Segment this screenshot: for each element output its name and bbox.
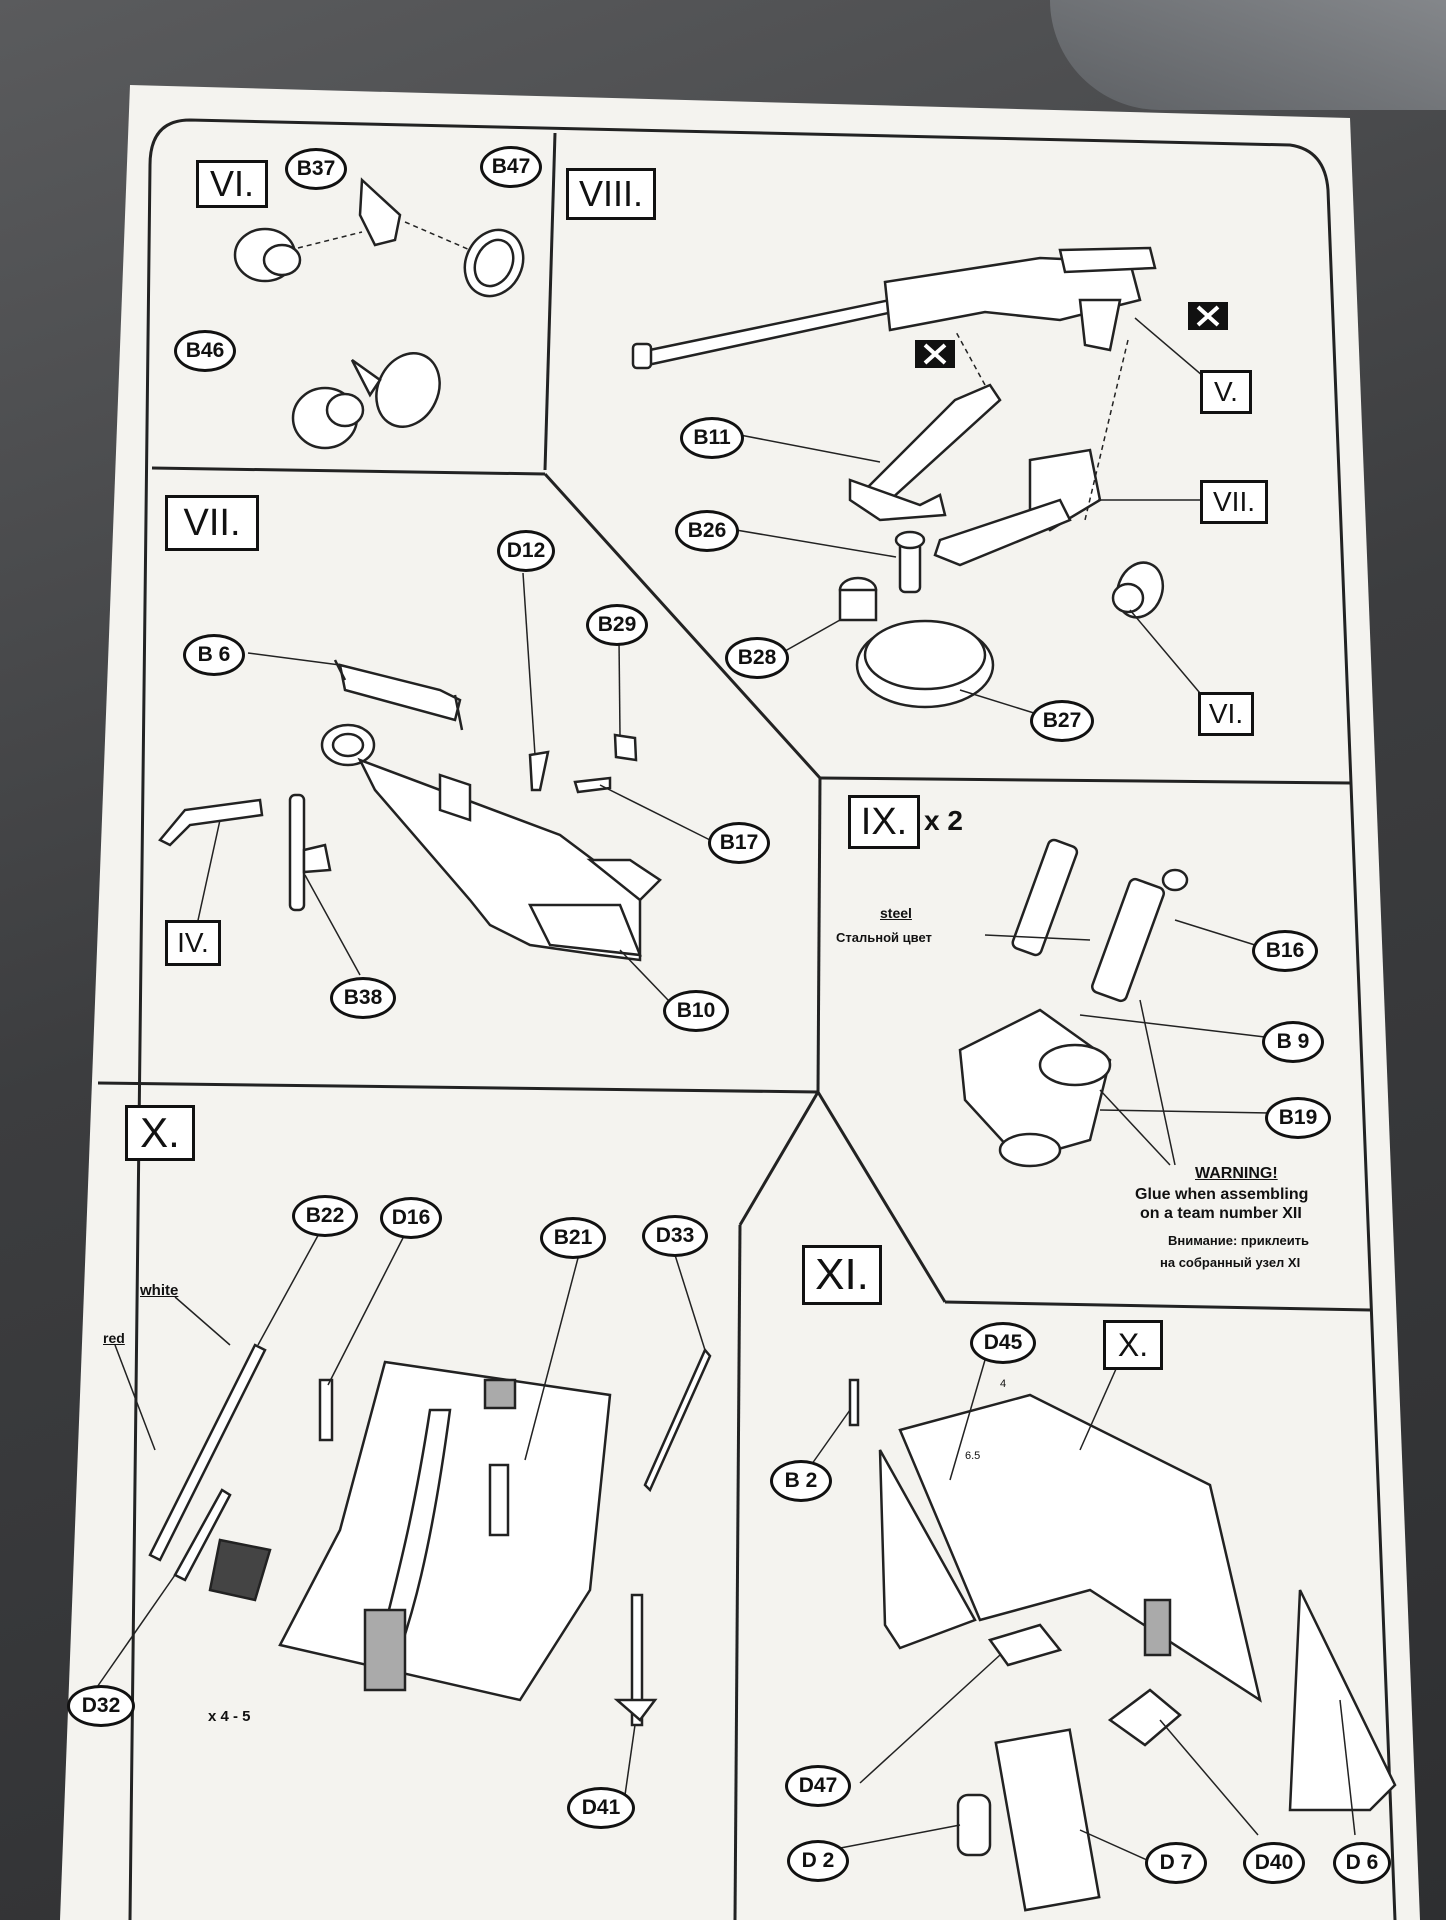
callout-d33: D33 bbox=[642, 1215, 708, 1257]
section-dividers bbox=[97, 132, 1371, 1920]
section-ix-leaders bbox=[984, 919, 1271, 1166]
callout-b29: B29 bbox=[586, 604, 648, 646]
callout-b11: B11 bbox=[680, 417, 744, 459]
wire-label-white: white bbox=[140, 1282, 179, 1299]
section-viii-cross-markers bbox=[915, 302, 1228, 368]
dimension-b: 6.5 bbox=[965, 1450, 981, 1462]
wire-label-red: red bbox=[103, 1330, 125, 1346]
steel-label-ru: Стальной цвет bbox=[836, 930, 932, 945]
section-viii-leaders bbox=[729, 317, 1211, 719]
callout-d32: D32 bbox=[67, 1685, 135, 1727]
warning-ru-2: на собранный узел XI bbox=[1160, 1255, 1301, 1270]
callout-b2: B 2 bbox=[770, 1460, 832, 1502]
dimension-a: 4 bbox=[1000, 1378, 1007, 1390]
section-xi-label: XI. bbox=[802, 1245, 882, 1305]
callout-b26: B26 bbox=[675, 510, 739, 552]
ref-iv: IV. bbox=[165, 920, 221, 966]
callout-b46: B46 bbox=[174, 330, 236, 372]
callout-d40: D40 bbox=[1243, 1842, 1305, 1884]
ref-vii: VII. bbox=[1200, 480, 1268, 524]
section-x-leaders bbox=[94, 1229, 706, 1796]
section-ix-parts bbox=[958, 838, 1189, 1168]
section-xi-parts bbox=[848, 1378, 1397, 1912]
section-vii-leaders bbox=[194, 572, 711, 1001]
section-vi-guides bbox=[297, 221, 471, 251]
callout-b19: B19 bbox=[1265, 1097, 1331, 1139]
quantity-note: x 4 - 5 bbox=[208, 1708, 251, 1725]
callout-b9: B 9 bbox=[1262, 1021, 1324, 1063]
callout-d6: D 6 bbox=[1333, 1842, 1391, 1884]
callout-b27: B27 bbox=[1030, 700, 1094, 742]
warning-title: WARNING! bbox=[1195, 1165, 1278, 1182]
callout-b38: B38 bbox=[330, 977, 396, 1019]
background-object bbox=[1050, 0, 1446, 110]
callout-b28: B28 bbox=[725, 637, 789, 679]
section-x-parts bbox=[148, 1343, 712, 1727]
section-vi-label: VI. bbox=[196, 160, 268, 208]
ref-vi: VI. bbox=[1198, 692, 1254, 736]
warning-line-2: on a team number XII bbox=[1140, 1205, 1302, 1222]
callout-d47: D47 bbox=[785, 1765, 851, 1807]
section-viii-gun bbox=[631, 246, 1157, 370]
section-xi-leaders bbox=[801, 1359, 1356, 1861]
steel-label: steel bbox=[880, 905, 912, 921]
ref-v: V. bbox=[1200, 370, 1252, 414]
warning-ru-1: Внимание: приклеить bbox=[1168, 1233, 1310, 1248]
callout-d45: D45 bbox=[970, 1322, 1036, 1364]
warning-line-1: Glue when assembling bbox=[1135, 1186, 1309, 1203]
section-viii-carriage bbox=[838, 383, 1165, 709]
section-ix-multiplier: x 2 bbox=[924, 805, 963, 836]
callout-d7: D 7 bbox=[1145, 1842, 1207, 1884]
section-vii-label: VII. bbox=[165, 495, 259, 551]
callout-b21: B21 bbox=[540, 1217, 606, 1259]
callout-b37: B37 bbox=[285, 148, 347, 190]
section-ix-label: IX. bbox=[848, 795, 920, 849]
page-frame bbox=[128, 118, 1397, 1920]
section-vii-parts bbox=[158, 659, 662, 962]
callout-d2: D 2 bbox=[787, 1840, 849, 1882]
callout-d16: D16 bbox=[380, 1197, 442, 1239]
callout-b22: B22 bbox=[292, 1195, 358, 1237]
section-vi-parts bbox=[233, 177, 525, 450]
callout-b6: B 6 bbox=[183, 634, 245, 676]
ref-x: X. bbox=[1103, 1320, 1163, 1370]
callout-b10: B10 bbox=[663, 990, 729, 1032]
section-viii-label: VIII. bbox=[566, 168, 656, 220]
callout-d12: D12 bbox=[497, 530, 555, 572]
callout-b47: B47 bbox=[480, 146, 542, 188]
callout-b16: B16 bbox=[1252, 930, 1318, 972]
callout-b17: B17 bbox=[708, 822, 770, 864]
section-x-label: X. bbox=[125, 1105, 195, 1161]
callout-d41: D41 bbox=[567, 1787, 635, 1829]
